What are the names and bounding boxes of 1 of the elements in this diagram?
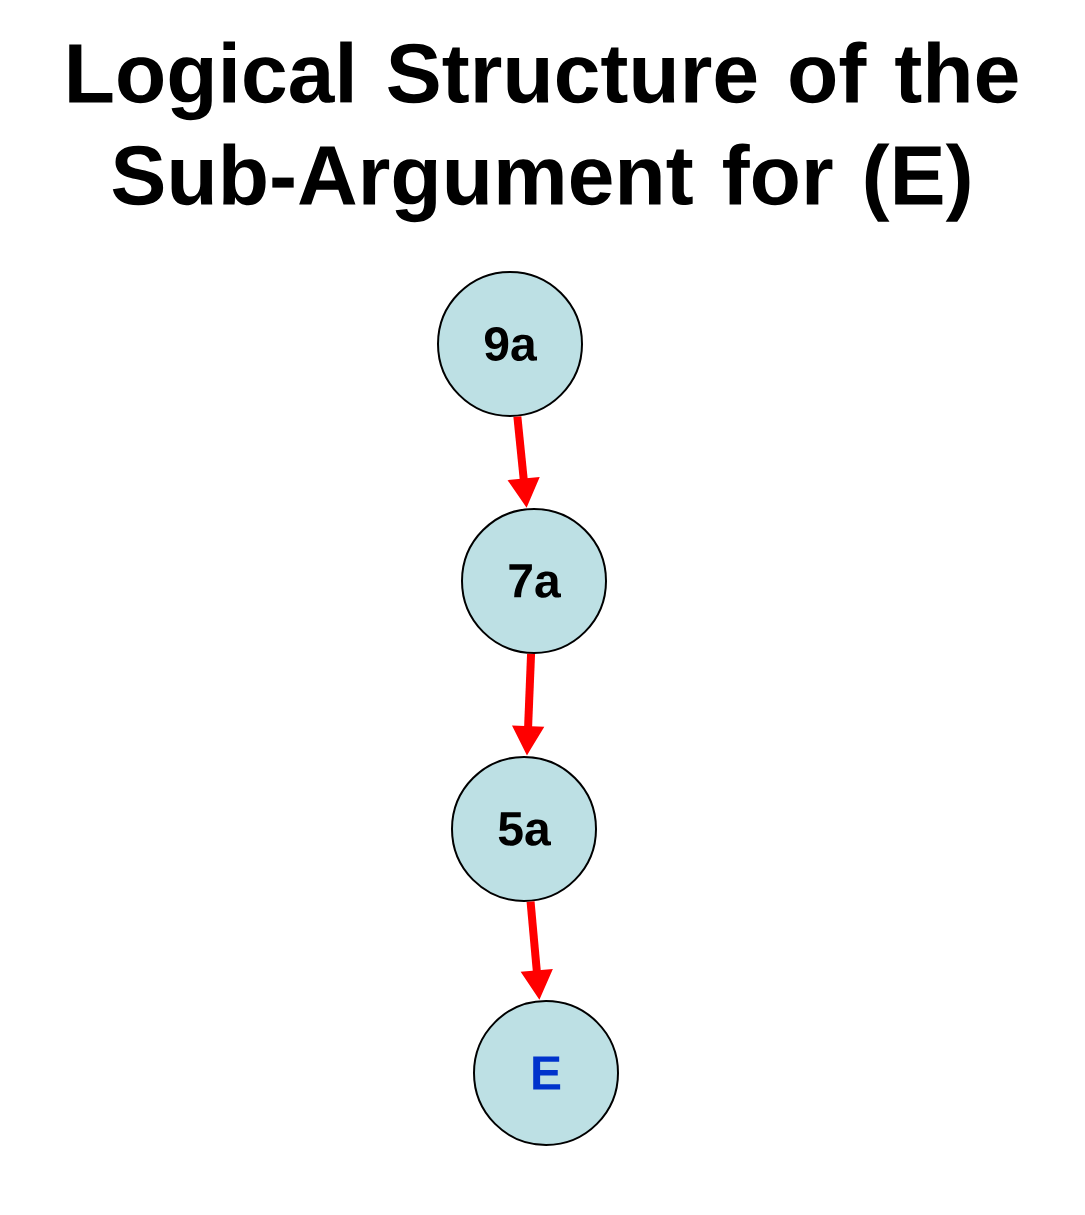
title: Logical Structure of the Sub-Argument for (E) — [69, 41, 1018, 223]
